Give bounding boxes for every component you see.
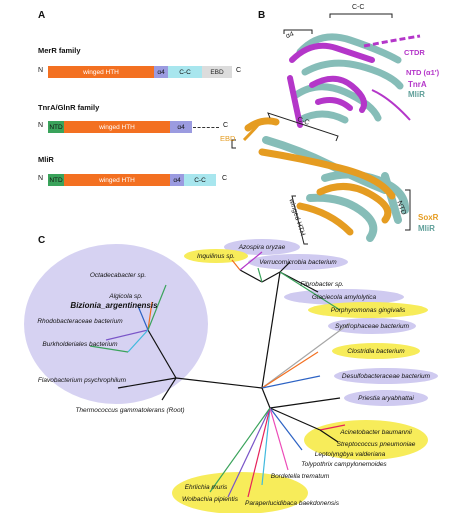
taxon-label: Tolypothrix campylonemoides — [301, 461, 387, 468]
bacteroidetes-clade-highlight — [24, 244, 208, 404]
root-label: Thermococcus gammatolerans (Root) — [75, 407, 184, 414]
alpha4-domain: α4 — [154, 66, 168, 78]
taxon-label: Algicola sp. — [108, 293, 142, 300]
tree-branches — [89, 251, 351, 498]
winged-hth-domain: winged HTH — [64, 121, 170, 133]
taxon-label: Octadecabacter sp. — [90, 272, 147, 279]
tnra-title: TnrA/GlnR family — [38, 103, 100, 112]
taxon-label: Azospira oryzae — [238, 244, 286, 251]
taxon-label: Leptolyngbya valderiana — [315, 451, 386, 458]
clostridia-highlight — [332, 343, 420, 359]
taxon-label: Verrucomicrobia bacterium — [259, 259, 337, 266]
desulfobacteraceae-highlight — [334, 368, 438, 384]
ehrlichia-clade-highlight — [172, 472, 308, 513]
c-terminus-label: C — [222, 175, 228, 182]
inquilinus-highlight — [184, 249, 248, 263]
taxon-label: Paraperlucidibaca baekdonensis — [245, 500, 340, 507]
taxon-label: Streptococcus pneumoniae — [337, 441, 416, 448]
dashed-tail — [193, 127, 219, 128]
mlir-title: MliR — [38, 155, 54, 164]
c-terminus-label: C — [236, 67, 242, 74]
winged-hth-domain: winged HTH — [64, 174, 170, 186]
taxon-label: Flavobacterium psychrophilum — [38, 377, 127, 384]
alpha4-domain: α4 — [170, 174, 184, 186]
ntd-domain: NTD — [48, 121, 64, 133]
syntrophaceae-highlight — [328, 318, 416, 334]
taxon-label: Acinetobacter baumannii — [339, 429, 412, 436]
taxon-label: Clostridia bacterium — [347, 348, 405, 355]
taxon-label: Syntrophaceae bacterium — [335, 323, 410, 330]
merr-title: MerR family — [38, 46, 81, 55]
panel-label-c: C — [38, 235, 46, 246]
taxon-label: Bordetella trematum — [271, 473, 330, 480]
taxon-label: Burkholderiales bacterium — [42, 341, 118, 348]
n-terminus-label: N — [38, 175, 44, 182]
verrucomicrobia-highlight — [248, 254, 348, 270]
mlir-legend-bottom: MliR — [418, 224, 435, 233]
winged-hth-domain: winged HTH — [48, 66, 154, 78]
taxon-label: Priestia aryabhattai — [358, 395, 414, 402]
bizionia-highlight-label: Bizionia_argentinensis — [70, 301, 158, 310]
tnra-domain-bar: N NTD winged HTH α4 C — [38, 121, 243, 133]
n-terminus-label: N — [38, 67, 44, 74]
taxon-labels: Azospira oryzae Inquilinus sp. Verrucomi… — [37, 244, 430, 507]
ctdr-label: CTDR — [404, 48, 425, 57]
coiled-coil-domain: C-C — [168, 66, 202, 78]
ntd-alpha1-label: NTD (α1′) — [406, 68, 440, 77]
acinetobacter-clade-highlight — [304, 420, 428, 460]
taxon-label: Desulfobacteraceae bacterium — [342, 373, 431, 380]
taxon-label: Rhodobacteraceae bacterium — [37, 318, 123, 325]
azospira-highlight — [224, 239, 300, 255]
mlir-legend-top: MliR — [408, 90, 425, 99]
soxr-legend: SoxR — [418, 213, 439, 222]
taxon-label: Glaciecola amylolytica — [312, 294, 377, 301]
coiled-coil-domain: C-C — [184, 174, 216, 186]
soxr-mlir-superposition — [242, 117, 409, 242]
mlir-domain-bar: N NTD winged HTH α4 C-C C — [38, 174, 243, 186]
tnra-legend: TnrA — [408, 80, 427, 89]
taxon-label: Wolbachia pipientis — [182, 496, 239, 503]
panel-label-a: A — [38, 10, 46, 21]
taxon-label: Ehrlichia muris — [185, 484, 228, 491]
taxon-label: Inquilinus sp. — [197, 253, 235, 260]
clade-highlights — [24, 239, 438, 513]
taxon-label: Porphyromonas gingivalis — [331, 307, 406, 314]
tnra-mlir-superposition — [287, 33, 421, 128]
porphyromonas-highlight — [308, 302, 428, 318]
ntd-domain: NTD — [48, 174, 64, 186]
n-terminus-label: N — [38, 122, 44, 129]
ebd-domain: EBD — [202, 66, 232, 78]
panel-label-b: B — [258, 10, 266, 21]
c-terminus-label: C — [223, 122, 229, 129]
priestia-highlight — [344, 390, 428, 406]
cc-top-label: C-C — [352, 4, 365, 11]
ebd-label: EBD — [220, 134, 236, 143]
taxon-label: Fibrobacter sp. — [300, 281, 344, 288]
alpha4-domain: α4 — [170, 121, 192, 133]
merr-domain-bar: N winged HTH α4 C-C EBD C — [38, 66, 243, 78]
